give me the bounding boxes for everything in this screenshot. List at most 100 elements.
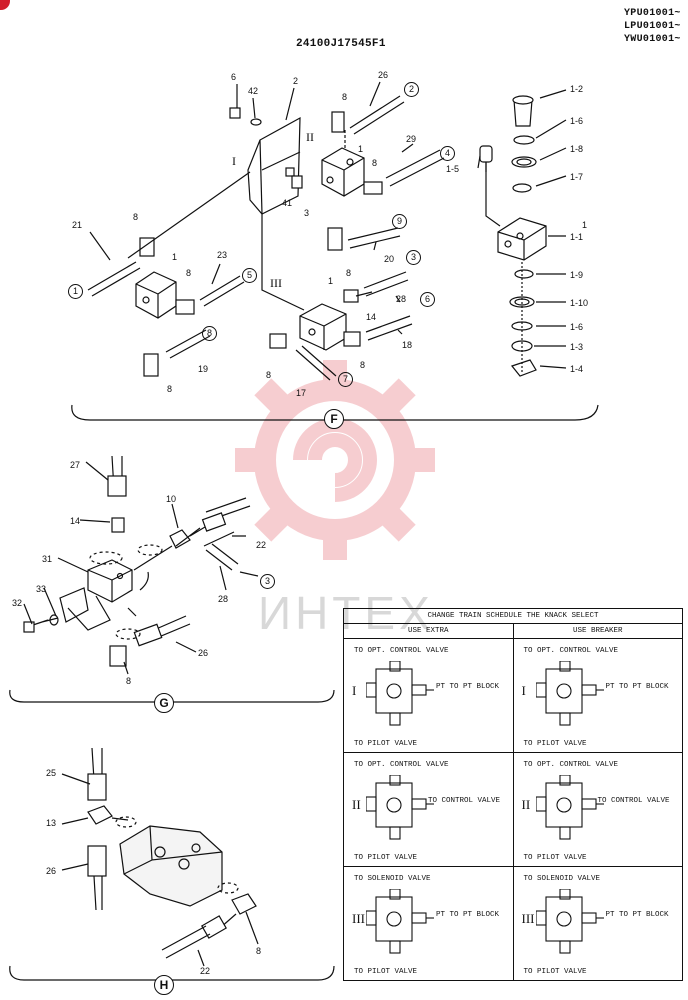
label-8: 8 xyxy=(126,676,132,686)
cell-bottom-label: TO PILOT VALVE xyxy=(523,740,587,748)
cell-roman: I xyxy=(521,683,526,698)
cell-right-label: PT TO PT BLOCK xyxy=(605,911,669,919)
label-29: 29 xyxy=(406,134,417,144)
label-32: 32 xyxy=(12,598,23,608)
label-8: 8 xyxy=(360,360,366,370)
roman-ii: II xyxy=(306,130,314,144)
label-1: 1 xyxy=(582,220,588,230)
schedule-cell: TO OPT. CONTROL VALVE I PT TO PT BLOCK T… xyxy=(343,638,514,753)
label-26: 26 xyxy=(378,70,389,80)
cell-bottom-label: TO PILOT VALVE xyxy=(354,854,418,862)
label-23: 23 xyxy=(217,250,228,260)
label-14: 14 xyxy=(366,312,377,322)
label-22: 22 xyxy=(256,540,267,550)
roman-iii: III xyxy=(270,276,282,290)
cell-top-label: TO OPT. CONTROL VALVE xyxy=(523,761,619,769)
label-14: 14 xyxy=(70,516,81,526)
label-3: 3 xyxy=(304,208,310,218)
label-1-2: 1-2 xyxy=(570,84,584,94)
valve-block-icon xyxy=(366,661,434,726)
label-41: 41 xyxy=(282,198,293,208)
valve-block-icon xyxy=(535,661,604,726)
label-1-4: 1-4 xyxy=(570,364,584,374)
label-21: 21 xyxy=(72,220,83,230)
label-8: 8 xyxy=(167,384,173,394)
label-8: 8 xyxy=(372,158,378,168)
label-1-5: 1-5 xyxy=(446,164,460,174)
label-1-6: 1-6 xyxy=(570,322,584,332)
label-28: 28 xyxy=(396,294,407,304)
label-10: 10 xyxy=(166,494,177,504)
cell-bottom-label: TO PILOT VALVE xyxy=(523,968,587,976)
label-33: 33 xyxy=(36,584,47,594)
label-1: 1 xyxy=(172,252,178,262)
port-marker-3: 3 xyxy=(406,250,421,265)
cell-top-label: TO OPT. CONTROL VALVE xyxy=(523,647,619,655)
valve-block-icon xyxy=(366,889,434,954)
cell-top-label: TO OPT. CONTROL VALVE xyxy=(354,647,449,655)
schedule-cell: TO OPT. CONTROL VALVE I PT TO PT BLOCK T… xyxy=(512,638,683,753)
label-1-6: 1-6 xyxy=(570,116,584,126)
cell-roman: II xyxy=(352,797,361,812)
cell-top-label: TO SOLENOID VALVE xyxy=(523,875,601,883)
label-6: 6 xyxy=(231,72,237,82)
label-8: 8 xyxy=(346,268,352,278)
watermark-logo xyxy=(205,350,465,585)
label-28: 28 xyxy=(218,594,229,604)
cell-roman: II xyxy=(521,797,531,812)
label-42: 42 xyxy=(248,86,259,96)
cell-bottom-label: TO PILOT VALVE xyxy=(354,968,418,976)
serial-3: YWU01001~ xyxy=(624,34,681,45)
cell-right-label: PT TO PT BLOCK xyxy=(436,683,500,691)
schedule-title: CHANGE TRAIN SCHEDULE THE KNACK SELECT xyxy=(343,608,683,624)
cell-right-label: PT TO PT BLOCK xyxy=(605,683,669,691)
label-25: 25 xyxy=(46,768,57,778)
label-2: 2 xyxy=(293,76,299,86)
label-27: 27 xyxy=(70,460,81,470)
cell-bottom-label: TO PILOT VALVE xyxy=(523,854,587,862)
diagram-section-h xyxy=(9,747,335,981)
roman-i: I xyxy=(232,154,236,168)
label-1-7: 1-7 xyxy=(570,172,584,182)
cell-roman: III xyxy=(521,911,535,926)
label-1-8: 1-8 xyxy=(570,144,584,154)
valve-block-icon xyxy=(366,775,434,840)
section-marker-h: H xyxy=(154,975,174,995)
serial-1: YPU01001~ xyxy=(624,8,681,19)
schedule-cell: TO SOLENOID VALVE III PT TO PT BLOCK TO … xyxy=(343,866,514,981)
section-marker-f: F xyxy=(324,409,344,429)
change-train-schedule-table: CHANGE TRAIN SCHEDULE THE KNACK SELECT U… xyxy=(343,608,683,981)
label-1-10: 1-10 xyxy=(570,298,589,308)
label-20: 20 xyxy=(384,254,395,264)
port-marker-2: 2 xyxy=(404,82,419,97)
port-marker-9: 9 xyxy=(392,214,407,229)
cell-top-label: TO OPT. CONTROL VALVE xyxy=(354,761,449,769)
label-17: 17 xyxy=(296,388,307,398)
label-8: 8 xyxy=(256,946,262,956)
valve-block-icon xyxy=(535,775,604,840)
label-8: 8 xyxy=(342,92,348,102)
section-marker-g: G xyxy=(154,693,174,713)
label-19: 19 xyxy=(198,364,209,374)
label-8: 8 xyxy=(266,370,272,380)
label-8: 8 xyxy=(133,212,139,222)
schedule-cell: TO OPT. CONTROL VALVE II TO CONTROL VALV… xyxy=(343,752,514,867)
cell-right-label: TO CONTROL VALVE xyxy=(428,797,501,805)
schedule-cell: TO OPT. CONTROL VALVE II TO CONTROL VALV… xyxy=(512,752,683,867)
diagram-section-f xyxy=(71,81,599,421)
cell-roman: III xyxy=(352,911,365,926)
label-1-3: 1-3 xyxy=(570,342,584,352)
port-marker-8: 8 xyxy=(202,326,217,341)
port-marker-1: 1 xyxy=(68,284,83,299)
label-22: 22 xyxy=(200,966,211,976)
label-13: 13 xyxy=(46,818,57,828)
label-1-9: 1-9 xyxy=(570,270,584,280)
cell-top-label: TO SOLENOID VALVE xyxy=(354,875,431,883)
label-1-1: 1-1 xyxy=(570,232,584,242)
cell-right-label: PT TO PT BLOCK xyxy=(436,911,500,919)
valve-block-icon xyxy=(535,889,604,954)
port-marker-4: 4 xyxy=(440,146,455,161)
label-1: 1 xyxy=(328,276,334,286)
cell-right-label: TO CONTROL VALVE xyxy=(597,797,670,805)
label-18: 18 xyxy=(402,340,413,350)
